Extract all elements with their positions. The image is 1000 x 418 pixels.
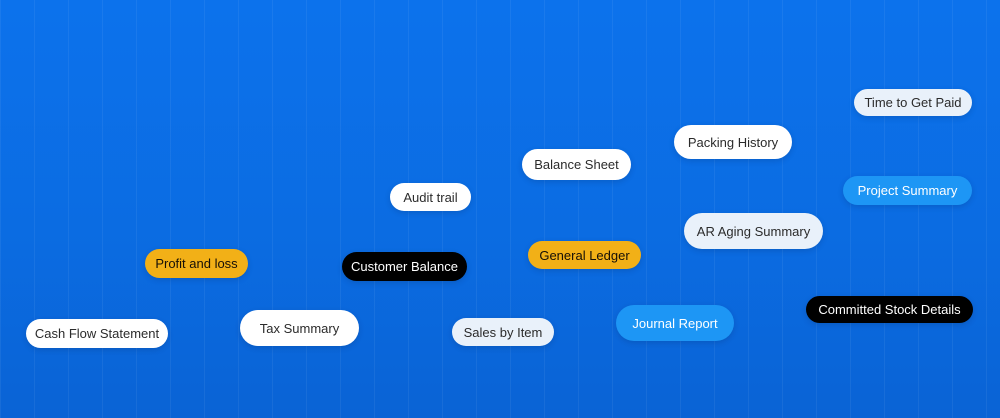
report-pill-ar-aging-summary[interactable]: AR Aging Summary <box>684 213 823 249</box>
report-pill-tax-summary[interactable]: Tax Summary <box>240 310 359 346</box>
report-pill-balance-sheet[interactable]: Balance Sheet <box>522 149 631 180</box>
report-pill-audit-trail[interactable]: Audit trail <box>390 183 471 211</box>
report-pill-sales-by-item[interactable]: Sales by Item <box>452 318 554 346</box>
report-pill-committed-stock-details[interactable]: Committed Stock Details <box>806 296 973 323</box>
report-pill-customer-balance[interactable]: Customer Balance <box>342 252 467 281</box>
report-pill-journal-report[interactable]: Journal Report <box>616 305 734 341</box>
report-pill-cash-flow-statement[interactable]: Cash Flow Statement <box>26 319 168 348</box>
report-pill-general-ledger[interactable]: General Ledger <box>528 241 641 269</box>
report-pill-project-summary[interactable]: Project Summary <box>843 176 972 205</box>
report-pill-profit-and-loss[interactable]: Profit and loss <box>145 249 248 278</box>
report-pill-packing-history[interactable]: Packing History <box>674 125 792 159</box>
report-pill-time-to-get-paid[interactable]: Time to Get Paid <box>854 89 972 116</box>
